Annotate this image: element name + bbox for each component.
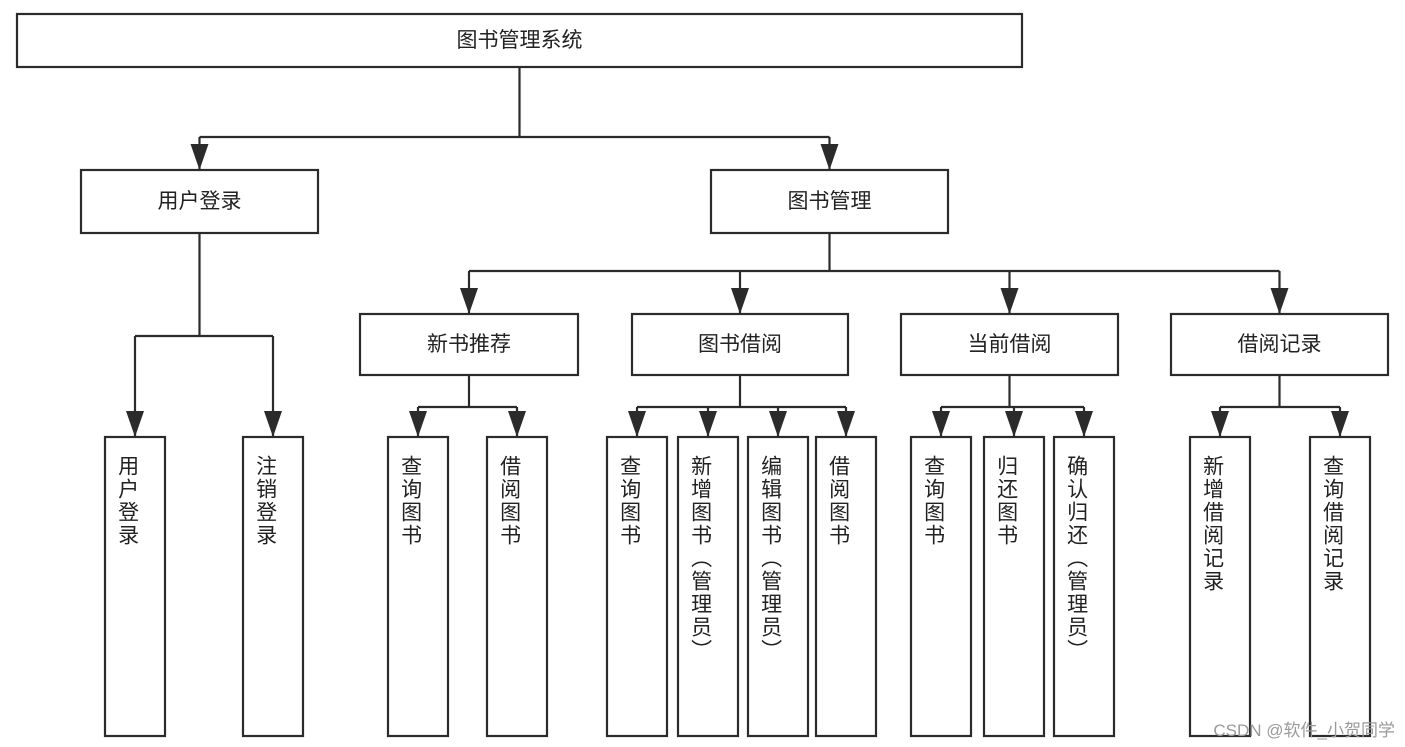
- node-leaf-query-book-recommend[interactable]: 查询图书: [386, 435, 450, 738]
- node-leaf-user-login-label: 用户登录: [116, 455, 140, 547]
- node-leaf-query-borrow-record[interactable]: 查询借阅记录: [1308, 435, 1372, 738]
- node-leaf-edit-book[interactable]: 编辑图书（管理员）: [746, 435, 810, 738]
- node-current-borrow-box[interactable]: [899, 312, 1120, 377]
- node-user-login-box[interactable]: [79, 168, 320, 235]
- node-leaf-user-login-box[interactable]: [103, 435, 167, 738]
- node-leaf-query-book-current[interactable]: 查询图书: [909, 435, 973, 738]
- node-book-borrow-box[interactable]: [630, 312, 850, 377]
- node-leaf-logout-box[interactable]: [241, 435, 305, 738]
- node-book-management-label: 图书管理: [788, 190, 872, 213]
- node-root[interactable]: 图书管理系统: [15, 12, 1024, 69]
- node-leaf-return-book-box[interactable]: [982, 435, 1046, 738]
- node-leaf-query-borrow-record-box[interactable]: [1308, 435, 1372, 738]
- node-leaf-query-book-current-box[interactable]: [909, 435, 973, 738]
- node-leaf-query-book[interactable]: 查询图书: [605, 435, 669, 738]
- node-leaf-logout-label: 注销登录: [254, 455, 278, 547]
- node-leaf-confirm-return-label: 确认归还（管理员）: [1065, 455, 1089, 662]
- node-current-borrow-label: 当前借阅: [968, 333, 1052, 356]
- node-leaf-logout[interactable]: 注销登录: [241, 435, 305, 738]
- node-current-borrow[interactable]: 当前借阅: [899, 312, 1120, 377]
- node-leaf-borrow-book-recommend-label: 借阅图书: [498, 455, 522, 547]
- node-leaf-edit-book-box[interactable]: [746, 435, 810, 738]
- node-book-borrow[interactable]: 图书借阅: [630, 312, 850, 377]
- node-user-login[interactable]: 用户登录: [79, 168, 320, 235]
- node-book-management-box[interactable]: [709, 168, 950, 235]
- node-leaf-add-borrow-record-label: 新增借阅记录: [1201, 455, 1225, 593]
- node-leaf-confirm-return[interactable]: 确认归还（管理员）: [1052, 435, 1116, 738]
- node-root-box[interactable]: [15, 12, 1024, 69]
- node-leaf-edit-book-label: 编辑图书（管理员）: [759, 455, 783, 662]
- node-borrow-record-label: 借阅记录: [1238, 333, 1322, 356]
- node-new-book-recommend[interactable]: 新书推荐: [358, 312, 580, 377]
- node-leaf-user-login[interactable]: 用户登录: [103, 435, 167, 738]
- node-leaf-borrow-book-label: 借阅图书: [827, 455, 851, 547]
- node-new-book-recommend-box[interactable]: [358, 312, 580, 377]
- node-root-label: 图书管理系统: [457, 29, 583, 52]
- connector-lines: [126, 67, 1349, 437]
- node-leaf-add-borrow-record-box[interactable]: [1188, 435, 1252, 738]
- node-leaf-query-borrow-record-label: 查询借阅记录: [1321, 455, 1345, 593]
- node-leaf-add-book[interactable]: 新增图书（管理员）: [676, 435, 740, 738]
- node-leaf-add-borrow-record[interactable]: 新增借阅记录: [1188, 435, 1252, 738]
- node-leaf-return-book-label: 归还图书: [995, 455, 1019, 547]
- node-leaf-borrow-book-box[interactable]: [814, 435, 878, 738]
- node-leaf-query-book-recommend-label: 查询图书: [399, 455, 423, 547]
- node-borrow-record-box[interactable]: [1169, 312, 1390, 377]
- node-user-login-label: 用户登录: [158, 190, 242, 213]
- node-boxes: 图书管理系统用户登录图书管理新书推荐图书借阅当前借阅借阅记录用户登录注销登录查询…: [15, 12, 1390, 738]
- node-leaf-return-book[interactable]: 归还图书: [982, 435, 1046, 738]
- node-new-book-recommend-label: 新书推荐: [427, 333, 511, 356]
- node-borrow-record[interactable]: 借阅记录: [1169, 312, 1390, 377]
- node-leaf-query-book-box[interactable]: [605, 435, 669, 738]
- node-leaf-query-book-label: 查询图书: [618, 455, 642, 547]
- node-leaf-borrow-book[interactable]: 借阅图书: [814, 435, 878, 738]
- node-leaf-confirm-return-box[interactable]: [1052, 435, 1116, 738]
- node-leaf-query-book-recommend-box[interactable]: [386, 435, 450, 738]
- node-leaf-add-book-box[interactable]: [676, 435, 740, 738]
- node-leaf-borrow-book-recommend-box[interactable]: [485, 435, 549, 738]
- node-book-borrow-label: 图书借阅: [698, 333, 782, 356]
- node-leaf-query-book-current-label: 查询图书: [922, 455, 946, 547]
- node-leaf-borrow-book-recommend[interactable]: 借阅图书: [485, 435, 549, 738]
- node-book-management[interactable]: 图书管理: [709, 168, 950, 235]
- node-leaf-add-book-label: 新增图书（管理员）: [689, 455, 713, 662]
